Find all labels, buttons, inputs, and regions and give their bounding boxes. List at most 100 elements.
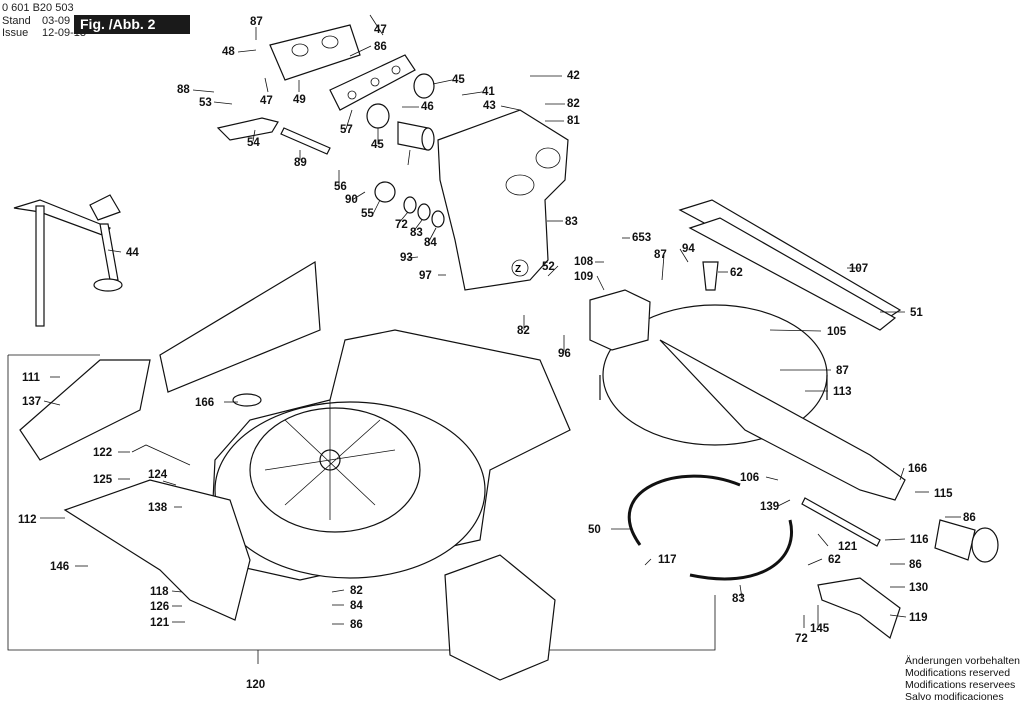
part-number-label: 82 bbox=[567, 98, 580, 110]
part-number-label: 106 bbox=[740, 472, 759, 484]
rod-117 bbox=[801, 497, 881, 547]
part-number-label: 43 bbox=[483, 100, 496, 112]
part-number-label: 86 bbox=[350, 619, 363, 631]
part-number-label: 84 bbox=[350, 600, 363, 612]
document-number: 0 601 B20 503 bbox=[2, 2, 74, 14]
part-number-label: 124 bbox=[148, 469, 168, 481]
part-number-label: 41 bbox=[482, 86, 495, 98]
part-number-label: 145 bbox=[810, 623, 830, 635]
part-number-label: 46 bbox=[421, 101, 434, 113]
extension-50 bbox=[63, 479, 251, 621]
part-number-label: 89 bbox=[294, 157, 307, 169]
washer-83b bbox=[431, 210, 445, 228]
leader-lines bbox=[40, 14, 961, 628]
washer-45-top bbox=[413, 73, 435, 99]
block-107 bbox=[589, 289, 651, 351]
part-number-label: 138 bbox=[148, 502, 168, 514]
bolt-89 bbox=[280, 127, 331, 155]
part-number-label: 50 bbox=[588, 524, 601, 536]
stand-value: 03-09 bbox=[42, 15, 71, 27]
support-805 bbox=[444, 554, 556, 681]
part-number-label: 116 bbox=[910, 534, 929, 546]
part-number-label: 139 bbox=[760, 501, 779, 513]
part-number-label: 62 bbox=[828, 554, 841, 566]
part-number-label: 45 bbox=[371, 139, 384, 151]
part-number-label: 166 bbox=[195, 397, 214, 409]
part-number-label: 107 bbox=[849, 263, 868, 275]
part-number-label: 83 bbox=[565, 216, 578, 228]
part-number-label: 87 bbox=[250, 16, 263, 28]
stand-label: Stand bbox=[2, 15, 31, 27]
part-number-label: 45 bbox=[452, 74, 465, 86]
part-number-label: 82 bbox=[517, 325, 530, 337]
bushing-56 bbox=[397, 121, 435, 151]
rail-105b bbox=[688, 217, 897, 331]
ring-121-upper bbox=[627, 474, 741, 546]
part-number-label: 44 bbox=[126, 247, 139, 259]
part-number-label: 90 bbox=[345, 194, 358, 206]
part-number-label: 86 bbox=[374, 41, 387, 53]
washer-45-lower bbox=[366, 103, 390, 129]
part-number-label: 49 bbox=[293, 94, 306, 106]
bolt-93 bbox=[702, 261, 719, 291]
part-number-label: 96 bbox=[558, 348, 571, 360]
nut-72 bbox=[374, 181, 396, 203]
part-number-label: 53 bbox=[199, 97, 212, 109]
part-number-label: 111 bbox=[22, 372, 41, 384]
part-number-label: 72 bbox=[395, 219, 408, 231]
fence-left bbox=[159, 260, 321, 393]
knob-112 bbox=[934, 519, 999, 563]
part-number-label: 83 bbox=[410, 227, 423, 239]
base-805 bbox=[209, 329, 571, 581]
plate-57 bbox=[329, 54, 416, 111]
part-number-label: 86 bbox=[909, 559, 922, 571]
part-number-label: 653 bbox=[632, 232, 651, 244]
part-number-label: 87 bbox=[836, 365, 849, 377]
arm-housing-44: Z bbox=[437, 109, 569, 291]
part-number-label: 48 bbox=[222, 46, 235, 58]
figure-label: Fig. /Abb. 2 bbox=[74, 15, 190, 34]
part-number-label: 84 bbox=[424, 237, 437, 249]
part-number-label: 118 bbox=[150, 586, 169, 598]
note-spanish: Salvo modificaciones bbox=[904, 691, 1004, 703]
part-number-label: 122 bbox=[93, 447, 112, 459]
part-number-label: 126 bbox=[150, 601, 169, 613]
part-number-label: 105 bbox=[827, 326, 847, 338]
washer-84 bbox=[417, 203, 431, 221]
part-number-label: 62 bbox=[730, 267, 743, 279]
part-number-label: 47 bbox=[374, 24, 387, 36]
part-number-label: 97 bbox=[419, 270, 432, 282]
part-number-label: 121 bbox=[838, 541, 858, 553]
issue-label: Issue bbox=[2, 27, 29, 39]
part-number-label: 88 bbox=[177, 84, 190, 96]
part-number-label: 87 bbox=[654, 249, 667, 261]
part-number-label: 117 bbox=[658, 554, 677, 566]
part-number-label: 109 bbox=[574, 271, 593, 283]
part-number-label: 119 bbox=[909, 612, 928, 624]
part-number-label: 47 bbox=[260, 95, 273, 107]
part-number-label: 42 bbox=[567, 70, 580, 82]
part-number-label: 166 bbox=[908, 463, 927, 475]
part-number-label: 51 bbox=[910, 307, 923, 319]
assembly-frame-line bbox=[7, 354, 716, 651]
lever-54 bbox=[216, 117, 279, 141]
svg-text:Z: Z bbox=[515, 264, 521, 275]
part-number-label: 55 bbox=[361, 208, 374, 220]
part-number-label: 130 bbox=[909, 582, 928, 594]
part-number-label: 112 bbox=[18, 514, 37, 526]
hold-down-clamp-653 bbox=[13, 194, 123, 327]
modification-notes: Änderungen vorbehalten Modifications res… bbox=[905, 655, 1020, 703]
ring-121-lower bbox=[689, 519, 793, 581]
part-number-label: 57 bbox=[340, 124, 353, 136]
part-number-label: 82 bbox=[350, 585, 363, 597]
part-number-label: 94 bbox=[682, 243, 695, 255]
part-number-label: 93 bbox=[400, 252, 413, 264]
washer-83 bbox=[403, 196, 417, 214]
note-french: Modifications reservees bbox=[904, 679, 1016, 691]
note-german: Änderungen vorbehalten bbox=[904, 655, 1020, 667]
bracket-49 bbox=[269, 24, 361, 81]
lever-120 bbox=[817, 577, 901, 639]
part-number-label: 146 bbox=[50, 561, 69, 573]
